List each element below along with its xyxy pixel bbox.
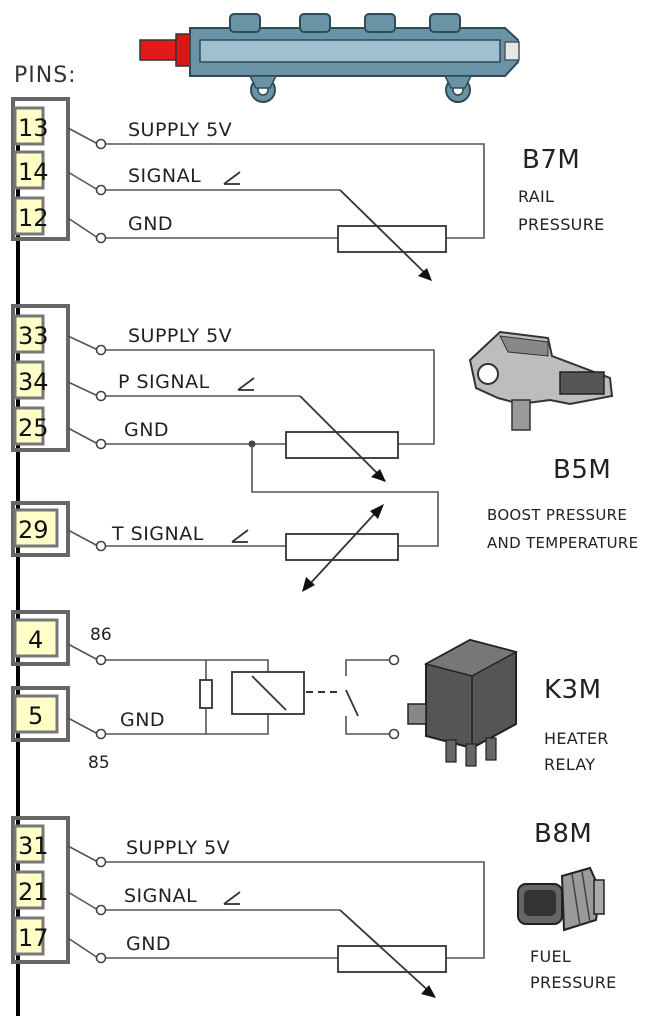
relay-icon [407, 638, 519, 767]
wire-label: SUPPLY 5V [126, 837, 230, 859]
arrow-symbol-icon [231, 529, 249, 543]
component-desc: RAIL [518, 187, 554, 206]
pin-number: 12 [18, 204, 49, 232]
pin-number: 34 [18, 368, 49, 396]
component-desc: HEATER [544, 729, 609, 748]
component-desc: RELAY [544, 755, 595, 774]
pin-number: 25 [18, 414, 49, 442]
wire-label: GND [120, 709, 165, 731]
pin-number: 4 [28, 626, 43, 654]
wire-label: GND [126, 933, 171, 955]
component-desc: AND TEMPERATURE [487, 534, 638, 552]
wire-label: SIGNAL [124, 885, 197, 907]
group-k3m: 4 5 86 GND 85 K3 [11, 610, 609, 774]
terminal-label: 86 [90, 625, 112, 645]
pin-12-box [13, 196, 45, 236]
wire-label: P SIGNAL [118, 371, 210, 393]
pin-number: 21 [18, 878, 49, 906]
pin-number: 33 [18, 322, 49, 350]
fuel-pressure-sensor-icon [517, 866, 605, 932]
component-code: B8M [534, 819, 592, 849]
fuel-rail-icon [139, 13, 520, 103]
group-b8m: 31 21 17 SUPPLY 5V SIGNAL GND B8M F [11, 816, 617, 998]
boost-sensor-icon [468, 330, 614, 431]
pin-33-box [13, 314, 45, 354]
arrow-symbol-icon [237, 377, 255, 391]
pin-number: 31 [18, 832, 49, 860]
pin-34-box [13, 360, 45, 400]
pin-number: 14 [18, 158, 49, 186]
group-b7m: 13 14 12 SUPPLY 5V SIGNAL GND B7M RAIL P… [11, 97, 605, 281]
pin-14-box [13, 150, 45, 190]
component-code: B7M [522, 145, 580, 175]
component-code: B5M [553, 455, 611, 485]
pin-13-box [13, 106, 45, 146]
wire-label: SUPPLY 5V [128, 119, 232, 141]
pin-21-box [13, 870, 45, 910]
group-b5m: 33 34 25 29 SUPPLY 5V P SIGNAL GND [11, 304, 638, 592]
component-code: K3M [544, 675, 602, 705]
component-desc: PRESSURE [530, 973, 617, 992]
wire-label: GND [128, 213, 173, 235]
component-desc: BOOST PRESSURE [487, 506, 627, 524]
wire-label: GND [124, 419, 169, 441]
pin-29-box [13, 508, 59, 548]
terminal-label: 85 [88, 753, 110, 773]
pin-31-box [13, 824, 45, 864]
component-desc: FUEL [530, 947, 571, 966]
arrow-symbol-icon [223, 171, 241, 185]
wire-label: SIGNAL [128, 165, 201, 187]
pin-number: 5 [28, 702, 43, 730]
pin-25-box [13, 406, 45, 446]
pin-number: 17 [18, 924, 49, 952]
arrow-symbol-icon [223, 891, 241, 905]
pin-number: 29 [18, 516, 49, 544]
pin-17-box [13, 916, 45, 956]
pin-number: 13 [18, 114, 49, 142]
pin-5-box [13, 694, 59, 734]
component-desc: PRESSURE [518, 215, 605, 234]
wire-label: T SIGNAL [111, 523, 204, 545]
pin-4-box [13, 618, 59, 658]
pins-label: PINS: [14, 63, 77, 88]
wire-label: SUPPLY 5V [128, 325, 232, 347]
